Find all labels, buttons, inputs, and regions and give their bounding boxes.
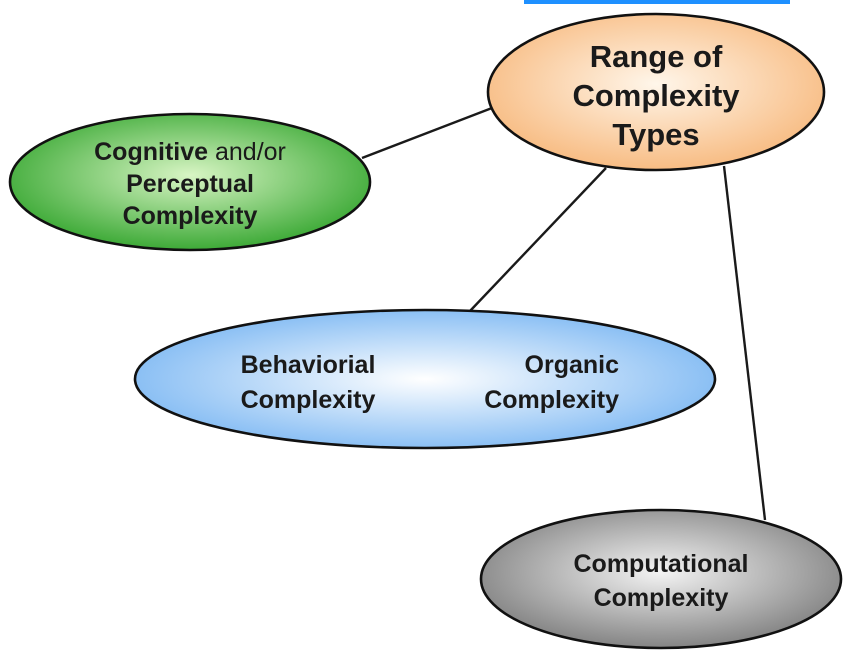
behavioral-ellipse — [133, 308, 717, 450]
cognitive-line-2: Perceptual — [126, 170, 254, 198]
node-cognitive-perceptual-complexity: Cognitive and/or Perceptual Complexity — [8, 112, 372, 252]
range-line-1: Range of — [590, 39, 723, 74]
cognitive-line-1: Cognitive and/or — [94, 138, 286, 166]
node-range-of-complexity-types: Range of Complexity Types — [486, 12, 826, 172]
cognitive-normal-word: and/or — [208, 138, 286, 166]
behavioral-right-line-1: Organic — [525, 351, 620, 379]
computational-ellipse — [479, 508, 843, 650]
cognitive-bold-word: Cognitive — [94, 138, 208, 166]
behavioral-right-line-2: Complexity — [484, 386, 619, 414]
edge-range-to-cognitive — [361, 106, 493, 160]
cognitive-ellipse — [8, 112, 372, 252]
node-computational-complexity: Computational Complexity — [479, 508, 843, 650]
range-line-2: Complexity — [572, 78, 740, 113]
range-line-3: Types — [612, 117, 699, 152]
computational-line-1: Computational — [574, 550, 749, 578]
behavioral-left-line-2: Complexity — [241, 386, 376, 414]
cognitive-line-3: Complexity — [123, 202, 258, 230]
header-bar — [524, 0, 790, 4]
node-behavioral-organic-complexity: Behaviorial Complexity Organic Complexit… — [133, 308, 717, 450]
behavioral-left-line-1: Behaviorial — [241, 351, 376, 379]
range-ellipse — [486, 12, 826, 172]
edge-range-to-behavioral — [469, 167, 607, 312]
computational-line-2: Complexity — [594, 584, 729, 612]
edge-range-to-computational — [722, 165, 767, 521]
